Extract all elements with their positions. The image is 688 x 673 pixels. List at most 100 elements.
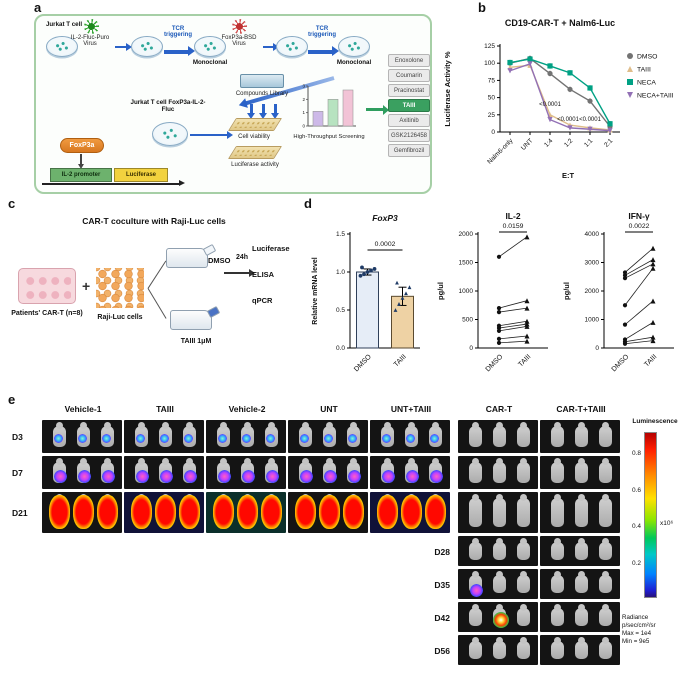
svg-text:DMSO: DMSO (611, 353, 631, 373)
day-label: D21 (12, 508, 28, 518)
svg-text:TAIII: TAIII (643, 353, 658, 368)
panel-label-b: b (478, 0, 486, 15)
mouse-icon (469, 637, 482, 659)
compound-list: Enoxolone Coumarin Pracinostat TAIII Axi… (388, 54, 430, 159)
svg-text:0: 0 (595, 345, 599, 352)
mouse-icon (575, 604, 588, 626)
luminescence-signal (242, 469, 255, 483)
luminescence-signal (160, 469, 173, 483)
patients-cart-label: Patients' CAR-T (n=8) (11, 310, 83, 317)
panel-e-imaging-grid: Luminescence 0.8 0.6 0.4 0.2 x10⁶ Radian… (8, 402, 688, 673)
petri-dish-icon (338, 36, 370, 57)
mouse-icon (575, 538, 588, 560)
foxp3-virus-icon (232, 19, 247, 34)
mouse-icon (469, 494, 482, 527)
mouse-icon (517, 571, 530, 593)
panel-label-e: e (8, 392, 16, 407)
svg-text:1000: 1000 (585, 317, 600, 324)
max-label: Max = 1e4 (622, 630, 652, 638)
svg-text:DMSO: DMSO (637, 54, 657, 61)
petri-dish-icon (152, 122, 188, 146)
luminescence-signal (78, 433, 87, 443)
bioluminescence-image (124, 456, 204, 489)
mouse-icon (517, 422, 530, 447)
mouse-icon (599, 538, 612, 560)
bioluminescence-image (458, 456, 538, 489)
luminescence-signal (237, 495, 258, 529)
compound-item-hit: TAIII (388, 99, 430, 112)
svg-text:50: 50 (488, 95, 496, 102)
luminescence-signal (295, 495, 316, 529)
svg-text:0.0022: 0.0022 (629, 223, 650, 230)
luminescence-signal (136, 433, 145, 443)
svg-text:0.0: 0.0 (336, 345, 345, 352)
svg-text:0: 0 (469, 345, 473, 352)
colorbar-exponent: x10⁶ (660, 520, 674, 527)
luminescence-signal (406, 433, 415, 443)
bioluminescence-image (540, 456, 620, 489)
luminescence-signal (261, 495, 282, 529)
svg-text:100: 100 (484, 60, 495, 67)
svg-text:3000: 3000 (585, 260, 600, 267)
mouse-icon (517, 604, 530, 626)
bioluminescence-image (540, 602, 620, 632)
svg-text:UNT: UNT (520, 137, 534, 151)
tcr-triggering-label: TCR triggering (308, 26, 336, 39)
day-label: D3 (12, 432, 23, 442)
arrow-right-icon (164, 46, 195, 56)
dmso-label: DMSO (208, 256, 231, 265)
assay-plate-icon (227, 118, 283, 131)
mouse-icon (575, 637, 588, 659)
mouse-icon (551, 538, 564, 560)
mouse-icon (599, 571, 612, 593)
group-header: CAR-T+TAIII (556, 404, 606, 414)
bioluminescence-image (370, 492, 450, 533)
mouse-icon (599, 458, 612, 483)
svg-text:75: 75 (488, 77, 496, 84)
group-header: UNT (320, 404, 338, 414)
bioluminescence-image (540, 492, 620, 533)
mouse-icon (469, 422, 482, 447)
luminescence-signal (348, 433, 357, 443)
svg-text:1: 1 (302, 110, 305, 115)
mouse-icon (575, 571, 588, 593)
mouse-icon (551, 458, 564, 483)
bioluminescence-image (458, 536, 538, 566)
luminescence-signal (382, 433, 391, 443)
colorbar-title: Luminescence (632, 418, 678, 425)
panel-label-c: c (8, 196, 16, 211)
taiii-dose-label: TAIII 1μM (180, 338, 212, 345)
mouse-icon (599, 637, 612, 659)
arrow-down-icon (259, 104, 267, 119)
day-label: D35 (434, 579, 450, 590)
mouse-icon (493, 637, 506, 659)
readout-qpcr: qPCR (252, 296, 273, 305)
svg-text:1.5: 1.5 (336, 231, 345, 238)
luminescence-signal (470, 583, 483, 597)
arrow-right-icon (115, 43, 132, 51)
group-header: TAIII (156, 404, 174, 414)
svg-text:NECA: NECA (637, 80, 656, 87)
luminescence-signal (54, 469, 67, 483)
raji-luc-label: Raji-Luc cells (97, 314, 143, 321)
svg-text:CD19-CAR-T + Nalm6-Luc: CD19-CAR-T + Nalm6-Luc (505, 18, 615, 28)
petri-dish-icon (131, 36, 163, 57)
foxp3-oval: FoxP3a (60, 138, 104, 153)
day-label: D42 (434, 612, 450, 623)
colorbar-tick: 0.4 (631, 523, 641, 530)
compounds-library-label: Compounds Library (235, 91, 289, 97)
mouse-icon (599, 494, 612, 527)
bioluminescence-image (288, 456, 368, 489)
panel-label-a: a (34, 0, 42, 15)
construct-baseline (42, 180, 185, 186)
svg-text:Nalm6-only: Nalm6-only (486, 137, 515, 166)
cell-viability-label: Cell viability (238, 134, 270, 140)
bioluminescence-image (540, 536, 620, 566)
mouse-icon (551, 637, 564, 659)
group-header: Vehicle-2 (228, 404, 266, 414)
luminescence-signal (430, 433, 439, 443)
compound-item: GSK2126458 (388, 129, 430, 142)
